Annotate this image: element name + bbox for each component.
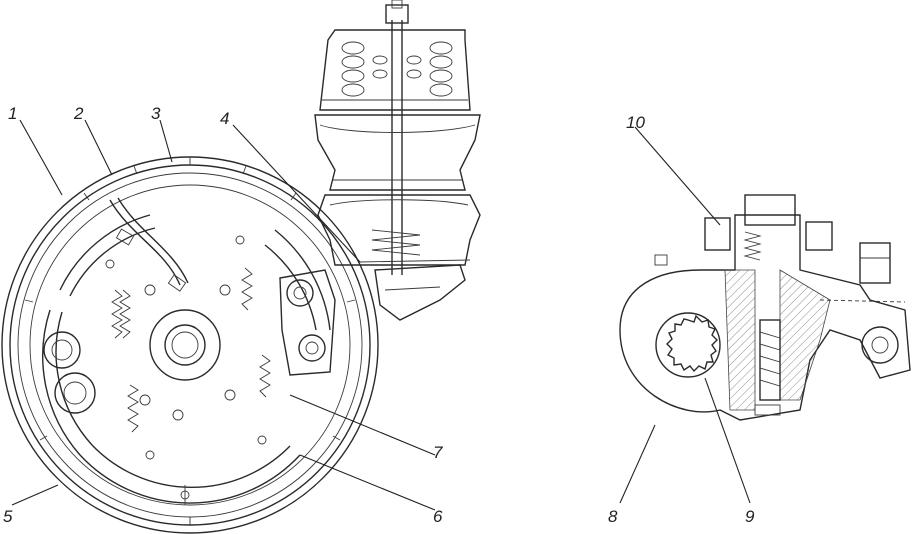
label-1: 1 bbox=[8, 104, 17, 123]
label-2: 2 bbox=[73, 104, 84, 123]
label-8: 8 bbox=[608, 507, 618, 526]
spring-housing bbox=[319, 29, 471, 111]
clevis-hole bbox=[861, 326, 899, 364]
cam-roller-upper bbox=[286, 279, 314, 307]
leader-lines bbox=[11, 119, 751, 511]
clevis-lug bbox=[859, 242, 891, 284]
label-5: 5 bbox=[3, 507, 13, 526]
adjuster-nut-left bbox=[704, 217, 731, 251]
adjuster-nut-right bbox=[805, 221, 833, 251]
return-springs bbox=[111, 267, 271, 433]
label-6: 6 bbox=[433, 507, 443, 526]
callout-labels: 1 2 3 4 5 6 7 8 9 10 bbox=[3, 104, 755, 526]
brake-line bbox=[109, 199, 181, 286]
expander-housing bbox=[279, 269, 336, 376]
brake-shoe-upper-left bbox=[59, 214, 151, 291]
label-7: 7 bbox=[433, 443, 443, 462]
label-4: 4 bbox=[220, 109, 229, 128]
splined-hub bbox=[655, 312, 721, 378]
anchor-pin-lower bbox=[54, 372, 96, 414]
cam-roller-lower bbox=[298, 334, 326, 362]
label-10: 10 bbox=[626, 113, 645, 132]
diaphragm-housing bbox=[314, 114, 481, 191]
adjuster-body bbox=[619, 214, 911, 421]
slack-adjuster bbox=[619, 194, 911, 421]
brake-shoe-right bbox=[274, 229, 331, 331]
drum-brake-assembly bbox=[1, 156, 379, 534]
anchor-pin-upper bbox=[43, 331, 81, 369]
chamber-bracket bbox=[374, 264, 466, 321]
label-9: 9 bbox=[745, 507, 755, 526]
label-3: 3 bbox=[151, 104, 161, 123]
brake-drum-outer bbox=[1, 156, 379, 534]
brake-shoe-lower bbox=[79, 454, 301, 504]
worm-gear bbox=[759, 319, 781, 401]
brake-chamber bbox=[314, 0, 481, 321]
service-chamber bbox=[317, 194, 481, 266]
wheel-hub bbox=[149, 309, 221, 381]
